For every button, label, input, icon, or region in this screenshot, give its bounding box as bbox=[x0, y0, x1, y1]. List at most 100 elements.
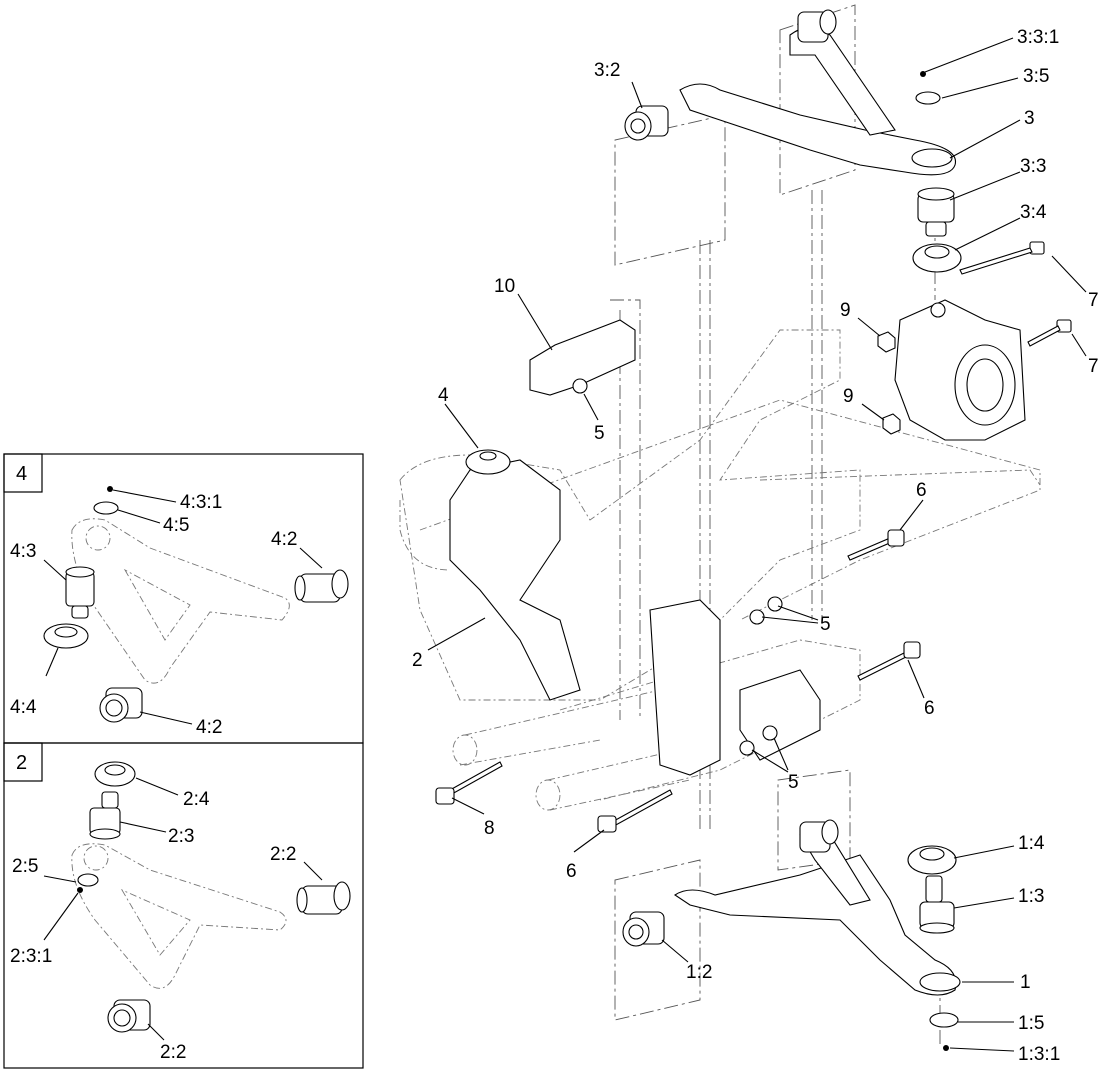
label-1-5: 1:5 bbox=[1018, 1013, 1044, 1034]
inset-4-leader-4-2b bbox=[139, 711, 193, 725]
label-7-lower: 7 bbox=[1088, 356, 1099, 377]
inset-4-ball-joint bbox=[65, 566, 95, 619]
label-1: 1 bbox=[1020, 972, 1031, 993]
upper-bushing-front bbox=[624, 105, 669, 141]
nut-9-lower bbox=[882, 413, 901, 435]
nut-5-mid-a bbox=[749, 609, 765, 625]
upper-dust-boot bbox=[912, 243, 962, 273]
inset-2-snap-ring bbox=[77, 873, 99, 887]
inset-2-label-2-2b: 2:2 bbox=[160, 1042, 186, 1063]
inset-2-leader-2-3-1 bbox=[43, 892, 79, 941]
bolt-7-lower bbox=[1027, 319, 1072, 347]
nut-5-cover bbox=[572, 378, 588, 394]
label-9-lower: 9 bbox=[843, 386, 854, 407]
label-1-3-1: 1:3:1 bbox=[1018, 1044, 1060, 1065]
label-6-upper: 6 bbox=[916, 480, 927, 501]
label-3-3-1: 3:3:1 bbox=[1017, 27, 1059, 48]
lower-bushing-rear bbox=[799, 819, 839, 853]
inset-2-label-2-3: 2:3 bbox=[168, 826, 194, 847]
bolt-7-upper bbox=[959, 241, 1045, 275]
lower-snap-ring bbox=[929, 1012, 959, 1028]
inset-4-label-4-3-1: 4:3:1 bbox=[180, 492, 222, 513]
label-1-2: 1:2 bbox=[686, 962, 712, 983]
label-3-3: 3:3 bbox=[1020, 156, 1046, 177]
rear-bracket bbox=[739, 669, 821, 761]
inset-4-label-4-3: 4:3 bbox=[10, 541, 36, 562]
label-3: 3 bbox=[1024, 108, 1035, 129]
inset-4-label-4-2a: 4:2 bbox=[271, 529, 297, 550]
lower-ball-joint bbox=[919, 875, 955, 934]
inset-2-leader-2-2a bbox=[303, 861, 323, 881]
label-1-3: 1:3 bbox=[1018, 886, 1044, 907]
label-9-upper: 9 bbox=[840, 300, 851, 321]
label-2: 2 bbox=[412, 650, 423, 671]
label-5-low: 5 bbox=[788, 772, 799, 793]
inset-2-leader-2-5 bbox=[43, 875, 77, 883]
label-1-4: 1:4 bbox=[1018, 833, 1045, 854]
inset-4-bushing-lower bbox=[99, 687, 143, 723]
inset-2-frame bbox=[3, 742, 364, 1069]
inset-2-number-box bbox=[3, 742, 43, 782]
lower-grease-fitting bbox=[943, 1045, 949, 1051]
inset-4-leader-4-3 bbox=[43, 559, 67, 581]
label-7-upper: 7 bbox=[1088, 290, 1099, 311]
inset-2-bushing-right bbox=[296, 881, 351, 915]
inset-4-label-4-2b: 4:2 bbox=[196, 717, 222, 738]
inset-4-snap-ring bbox=[93, 501, 119, 515]
inset-4-ghost-arm bbox=[71, 518, 290, 684]
main-callouts: 3:3:1 3:5 3 3:3 3:4 3:2 7 7 9 9 10 5 4 6… bbox=[412, 27, 1099, 1065]
inset-2-number: 2 bbox=[16, 752, 27, 774]
inset-4-leader-4-2a bbox=[299, 547, 323, 569]
inset-2-leader-2-4 bbox=[135, 777, 179, 796]
inset-2-label-2-3-1: 2:3:1 bbox=[10, 946, 52, 967]
frame-ghost bbox=[399, 329, 1041, 811]
main-leaders bbox=[427, 37, 1087, 1052]
upper-bushing-rear bbox=[797, 9, 837, 43]
center-bracket bbox=[649, 599, 721, 776]
lower-bushing-front bbox=[622, 911, 665, 947]
label-5-mid: 5 bbox=[820, 614, 831, 635]
inset-4-number-box bbox=[3, 453, 43, 493]
inset-4-ghost-bore bbox=[85, 525, 111, 551]
inset-4-label-4-5: 4:5 bbox=[163, 515, 189, 536]
inset-4: 4 bbox=[3, 453, 364, 744]
inset-2-grease-fitting bbox=[77, 887, 83, 893]
inset-2-bushing-lower bbox=[107, 999, 151, 1033]
inset-2-label-2-2a: 2:2 bbox=[270, 844, 296, 865]
label-10: 10 bbox=[494, 276, 515, 297]
bolt-6-middle bbox=[857, 641, 921, 681]
nut-5-low-b bbox=[762, 725, 778, 741]
inset-2-ghost-arm bbox=[71, 843, 287, 989]
inset-4-dust-boot bbox=[43, 623, 89, 649]
label-4: 4 bbox=[438, 385, 449, 406]
label-6-middle: 6 bbox=[924, 698, 935, 719]
ball-joint-mount-4 bbox=[465, 449, 511, 475]
inset-2-leader-2-3 bbox=[119, 821, 167, 833]
inset-4-grease-fitting bbox=[107, 486, 113, 492]
inset-2: 2 2:4 2:3 2:5 bbox=[3, 742, 364, 1069]
bolt-8 bbox=[435, 761, 503, 805]
inset-2-dust-boot bbox=[94, 761, 136, 787]
label-5-cover: 5 bbox=[594, 423, 605, 444]
bolt-6-lower bbox=[597, 789, 673, 833]
nut-9-upper bbox=[877, 331, 896, 353]
label-6-lower: 6 bbox=[566, 861, 577, 882]
label-3-2: 3:2 bbox=[594, 60, 620, 81]
inset-2-ghost-bore bbox=[83, 845, 109, 871]
cover-plate bbox=[529, 319, 636, 396]
label-3-4: 3:4 bbox=[1020, 202, 1047, 223]
nut-5-low-a bbox=[739, 740, 755, 756]
nut-5-mid-b bbox=[767, 596, 783, 612]
frame-bracket bbox=[449, 459, 581, 701]
inset-4-label-4-4: 4:4 bbox=[10, 697, 37, 718]
inset-4-leader-4-5 bbox=[117, 509, 161, 524]
inset-4-bushing-right bbox=[294, 569, 349, 603]
inset-2-label-2-5: 2:5 bbox=[12, 856, 38, 877]
bolt-6-upper bbox=[847, 529, 905, 561]
label-3-5: 3:5 bbox=[1023, 66, 1049, 87]
upper-control-arm bbox=[679, 26, 957, 176]
upper-snap-ring bbox=[915, 91, 941, 105]
upper-ball-joint bbox=[917, 187, 955, 237]
main-view: 3:3:1 3:5 3 3:3 3:4 3:2 7 7 9 9 10 5 4 6… bbox=[399, 4, 1099, 1065]
